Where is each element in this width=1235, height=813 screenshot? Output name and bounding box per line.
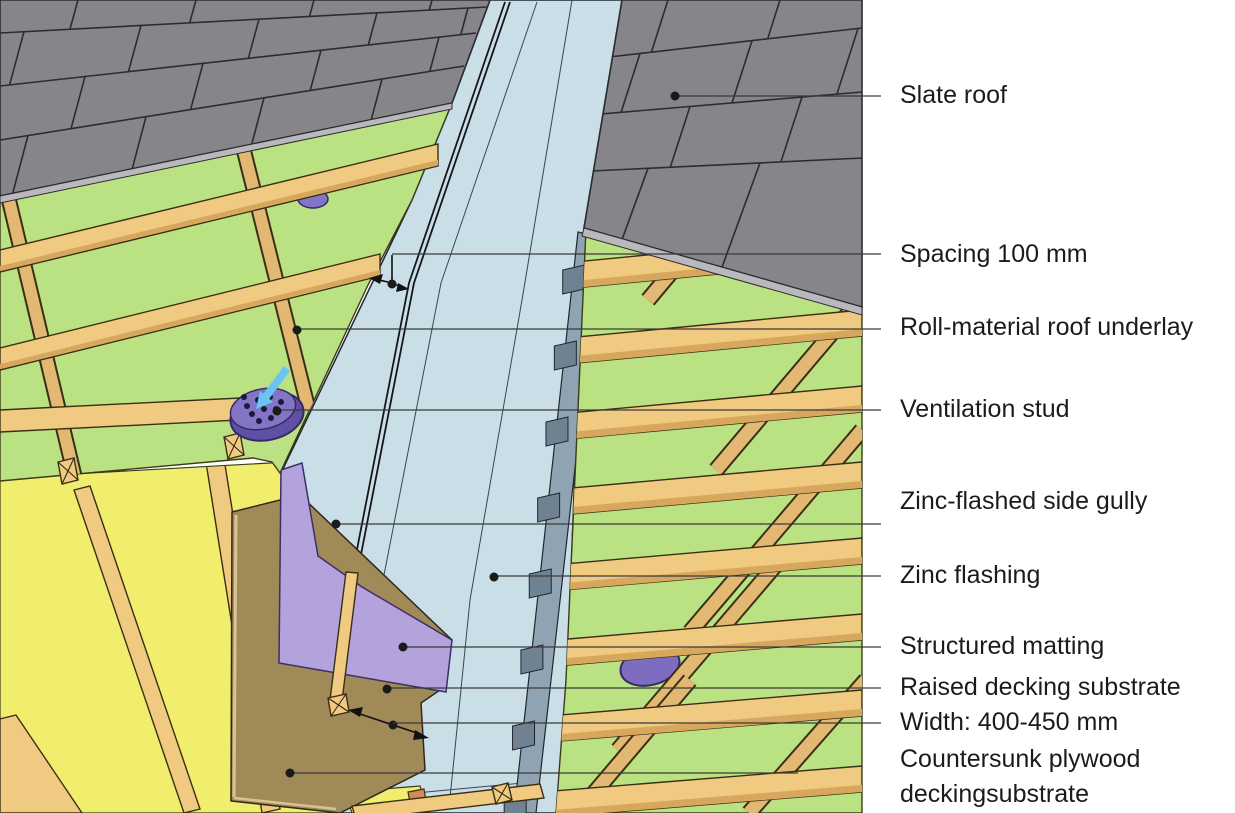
label-structured-matting: Structured matting	[900, 632, 1105, 660]
label-side-gully: Zinc-flashed side gully	[900, 487, 1148, 515]
label-gully-width: Width: 400-450 mm	[900, 708, 1119, 736]
eaves-batten-bottom	[351, 782, 545, 813]
label-raised-decking: Raised decking substrate	[900, 673, 1181, 701]
airflow-arrow-icon	[256, 366, 290, 409]
spacing-dimension-arrow	[369, 255, 409, 292]
label-ventilation-stud: Ventilation stud	[900, 395, 1070, 423]
battens-right	[556, 233, 862, 813]
label-spacing: Spacing 100 mm	[900, 240, 1088, 268]
gully-centre-batten	[327, 571, 359, 717]
batten-end-caps	[57, 432, 245, 485]
structured-matting-layer	[278, 462, 453, 693]
label-slate-roof: Slate roof	[900, 81, 1008, 109]
batten-end-faces-on-strip	[503, 264, 586, 813]
ventilation-stud	[229, 366, 305, 442]
label-underlay: Roll-material roof underlay	[900, 313, 1194, 341]
leader-lines	[272, 91, 881, 778]
label-zinc-flashing: Zinc flashing	[900, 561, 1041, 589]
label-countersunk-plywood: Countersunk plywood deckingsubstrate	[900, 745, 1141, 808]
battens-left	[0, 143, 439, 433]
roof-underlay-right	[503, 228, 863, 813]
slate-roof-left	[0, 0, 491, 204]
